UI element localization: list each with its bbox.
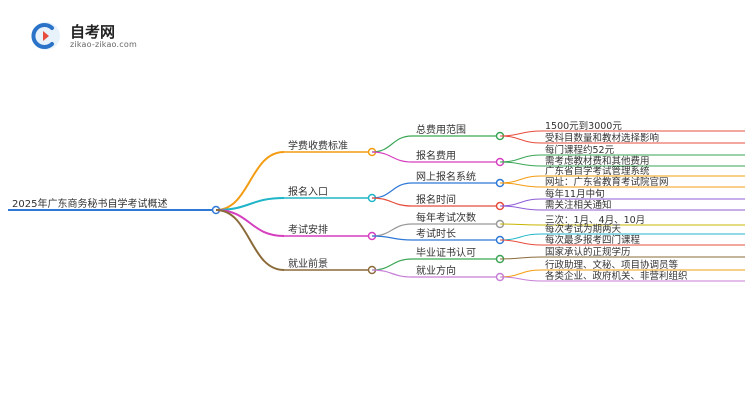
sub-label: 报名时间 [416, 193, 456, 206]
leaf-connector [499, 198, 542, 207]
branch-connector [215, 209, 285, 271]
branch-label: 学费收费标准 [288, 139, 348, 152]
leaf-label: 每次最多报考四门课程 [545, 234, 641, 246]
sub-connector [371, 269, 413, 278]
leaf-connector [499, 239, 542, 246]
leaf-label: 每次考试为期两天 [545, 223, 622, 235]
sub-label: 每年考试次数 [416, 211, 476, 224]
leaf-connector [499, 269, 542, 278]
logo-title: 自考网 [70, 23, 116, 41]
leaf-connector [499, 256, 542, 260]
logo-mark-icon [31, 22, 60, 50]
root-label: 2025年广东商务秘书自学考试概述 [12, 197, 167, 210]
leaf-connector [499, 135, 542, 144]
leaf-label: 需考虑教材费和其他费用 [545, 155, 650, 167]
leaf-connector [499, 205, 542, 211]
leaf-label: 网址：广东省教育考试院官网 [545, 176, 669, 188]
sub-connector [371, 182, 413, 199]
leaf-connector [499, 233, 542, 241]
leaf-connector [499, 130, 542, 137]
branch-label: 报名入口 [288, 185, 328, 198]
sub-label: 总费用范围 [416, 123, 466, 136]
branch-connector [215, 209, 285, 237]
branch-label: 考试安排 [288, 223, 328, 236]
sub-connector [371, 258, 413, 271]
leaf-label: 需关注相关通知 [545, 199, 612, 211]
leaf-label: 行政助理、文秘、项目协调员等 [545, 259, 679, 271]
leaf-label: 广东省自学考试管理系统 [545, 165, 650, 177]
leaf-connector [499, 154, 542, 163]
leaf-connector [499, 175, 542, 184]
sub-connector [371, 223, 413, 237]
leaf-connector [499, 182, 542, 188]
leaf-label: 三次：1月、4月、10月 [545, 214, 645, 226]
leaf-label: 1500元到3000元 [545, 120, 622, 132]
sub-label: 就业方向 [416, 264, 456, 277]
leaf-label: 各类企业、政府机关、非营利组织 [545, 270, 688, 282]
leaf-label: 每年11月中旬 [545, 188, 605, 200]
logo-subtitle: zikao-zikao.com [70, 40, 137, 49]
branch-label: 就业前景 [288, 257, 328, 270]
leaf-label: 每门课程约52元 [545, 144, 615, 156]
leaf-connector [499, 161, 542, 167]
sub-connector [371, 235, 413, 241]
sub-connector [371, 151, 413, 163]
sub-connector [371, 135, 413, 153]
sub-connector [371, 197, 413, 207]
leaf-connector [499, 276, 542, 282]
site-logo[interactable]: 自考网 zikao-zikao.com [30, 20, 150, 54]
sub-label: 毕业证书认可 [416, 246, 476, 259]
sub-label: 报名费用 [416, 149, 456, 162]
sub-label: 考试时长 [416, 227, 456, 240]
sub-label: 网上报名系统 [416, 170, 476, 183]
leaf-label: 国家承认的正规学历 [545, 246, 631, 258]
leaf-connector [499, 223, 542, 226]
branch-connector [215, 151, 285, 211]
leaf-label: 受科目数量和教材选择影响 [545, 132, 659, 144]
